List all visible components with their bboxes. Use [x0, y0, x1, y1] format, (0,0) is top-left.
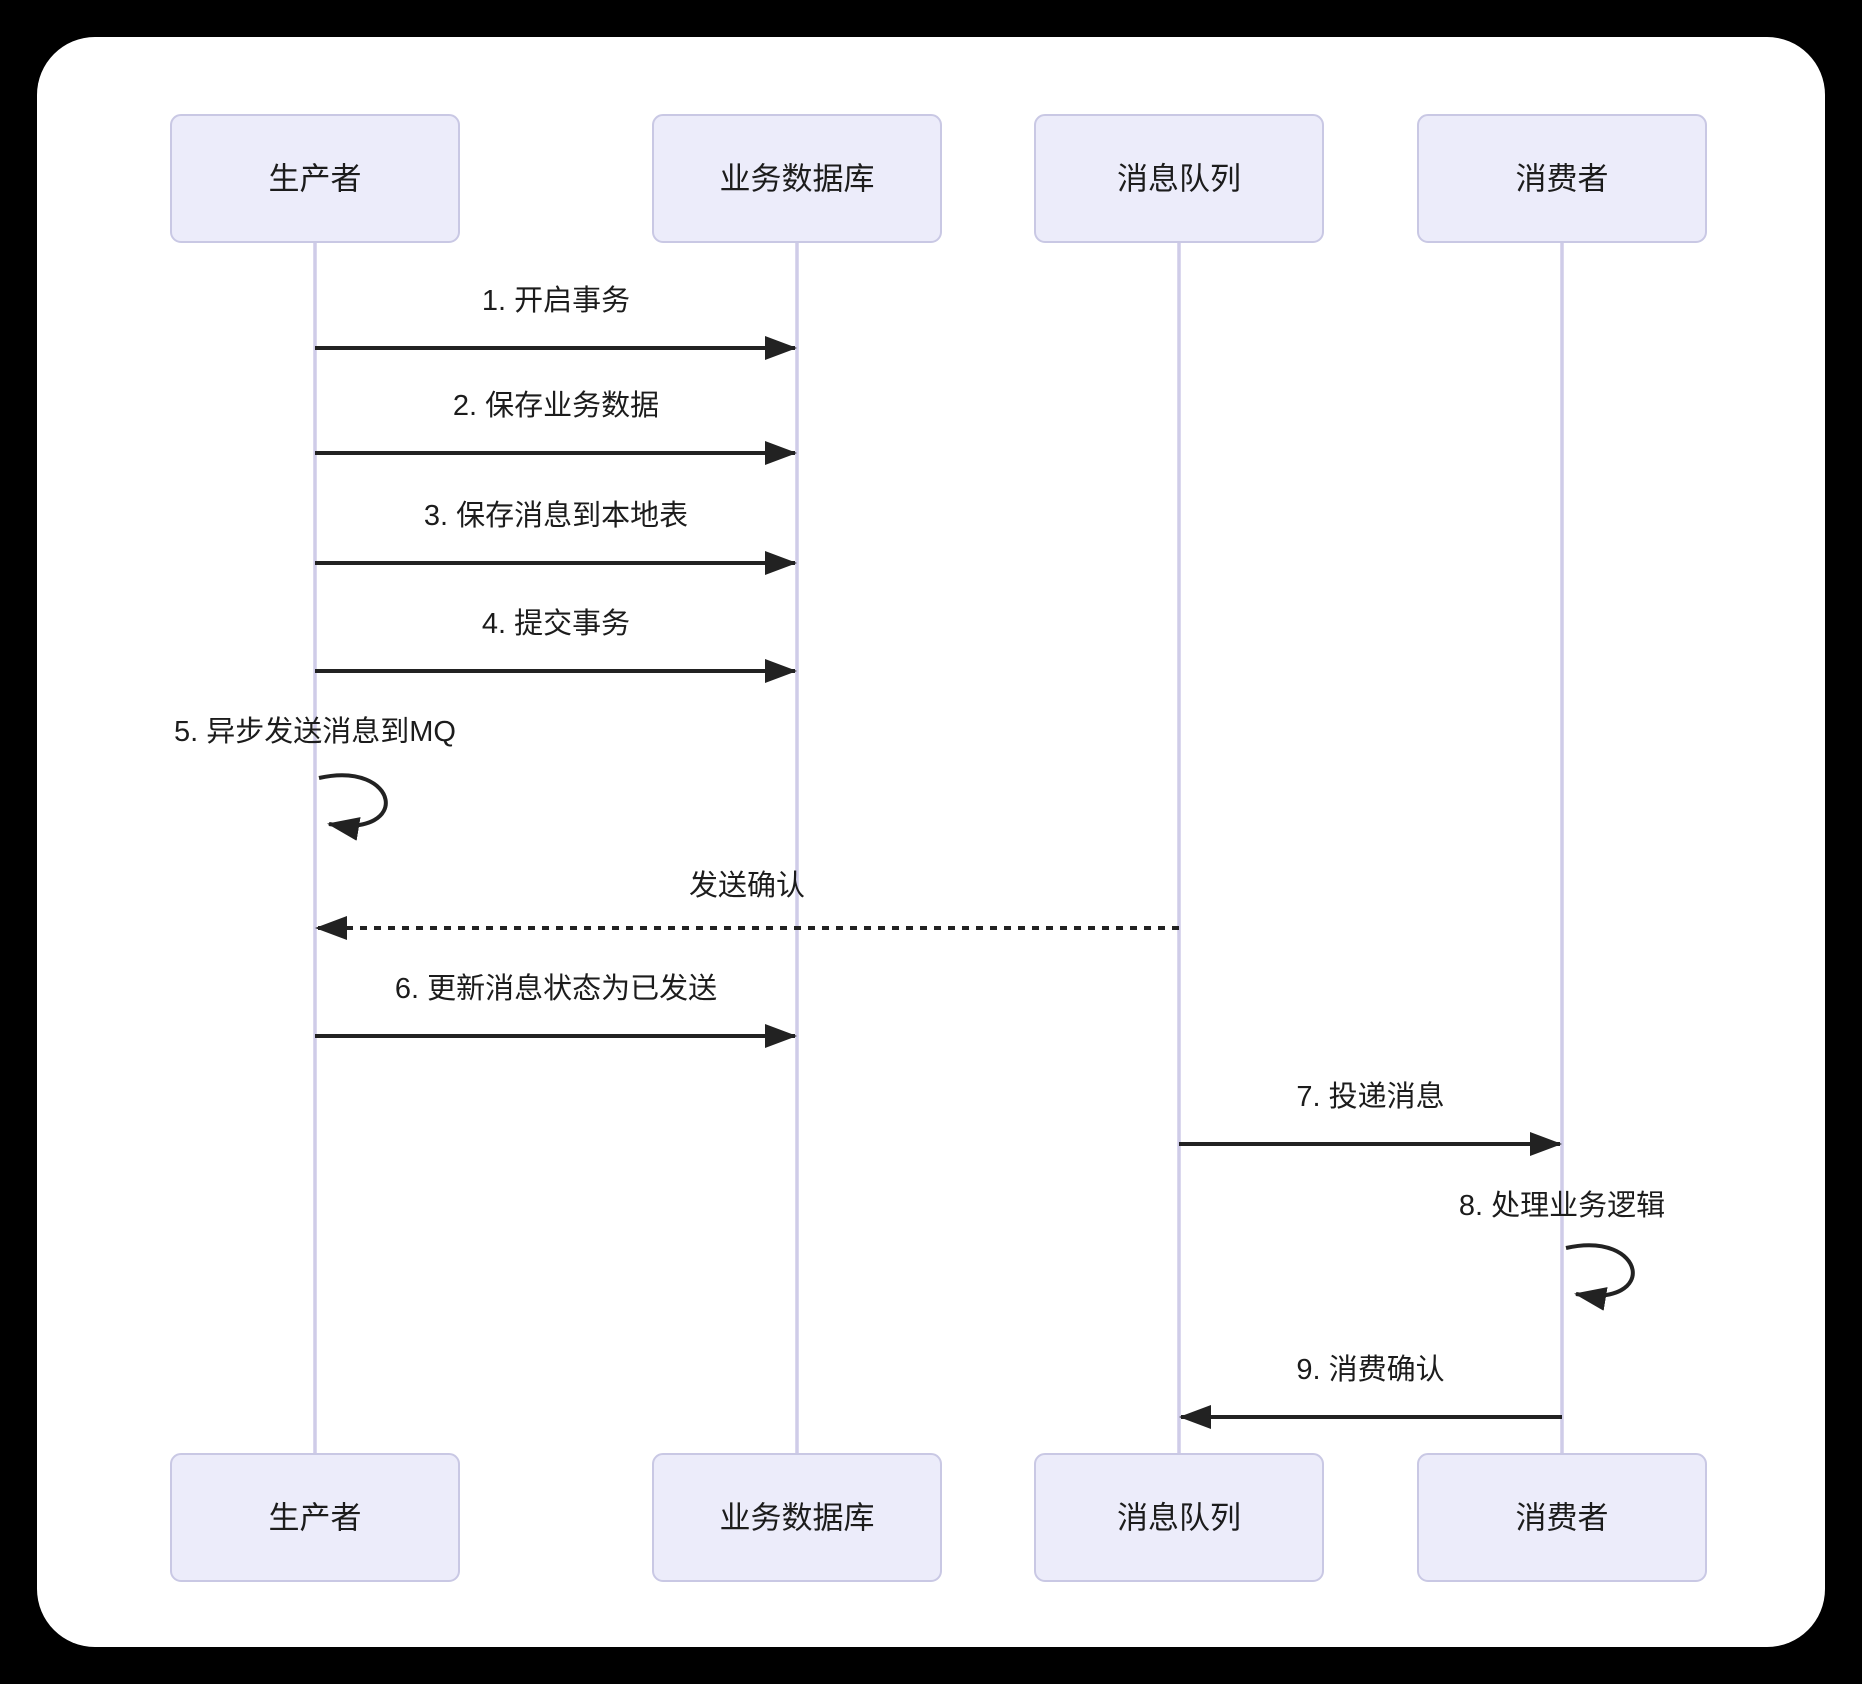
actor-label-top-database: 业务数据库 — [720, 162, 875, 197]
diagram-card — [37, 37, 1825, 1647]
actor-box-bottom-producer — [170, 1453, 460, 1582]
message-label: 4. 提交事务 — [482, 607, 630, 640]
actor-label-bottom-database: 业务数据库 — [720, 1501, 875, 1536]
actor-box-top-database — [652, 114, 942, 243]
message-label: 3. 保存消息到本地表 — [424, 499, 688, 532]
message-label: 6. 更新消息状态为已发送 — [395, 972, 717, 1005]
actor-label-top-producer: 生产者 — [269, 162, 362, 197]
actor-box-bottom-consumer — [1417, 1453, 1707, 1582]
self-loop-arrow — [318, 773, 388, 841]
message-label: 2. 保存业务数据 — [453, 389, 659, 422]
actor-label-top-mq: 消息队列 — [1117, 162, 1241, 197]
message-label: 5. 异步发送消息到MQ — [174, 715, 456, 748]
message-label: 8. 处理业务逻辑 — [1459, 1189, 1665, 1222]
actor-box-bottom-database — [652, 1453, 942, 1582]
actor-box-top-consumer — [1417, 114, 1707, 243]
actor-label-bottom-producer: 生产者 — [269, 1501, 362, 1536]
self-loop-arrow — [1565, 1243, 1635, 1311]
message-label: 9. 消费确认 — [1296, 1353, 1444, 1386]
actor-label-bottom-mq: 消息队列 — [1117, 1501, 1241, 1536]
actor-box-top-producer — [170, 114, 460, 243]
actor-box-bottom-mq — [1034, 1453, 1324, 1582]
message-label: 1. 开启事务 — [482, 284, 630, 317]
actor-label-bottom-consumer: 消费者 — [1516, 1501, 1609, 1536]
message-label: 发送确认 — [689, 869, 805, 902]
actor-box-top-mq — [1034, 114, 1324, 243]
actor-label-top-consumer: 消费者 — [1516, 162, 1609, 197]
message-label: 7. 投递消息 — [1296, 1080, 1444, 1113]
